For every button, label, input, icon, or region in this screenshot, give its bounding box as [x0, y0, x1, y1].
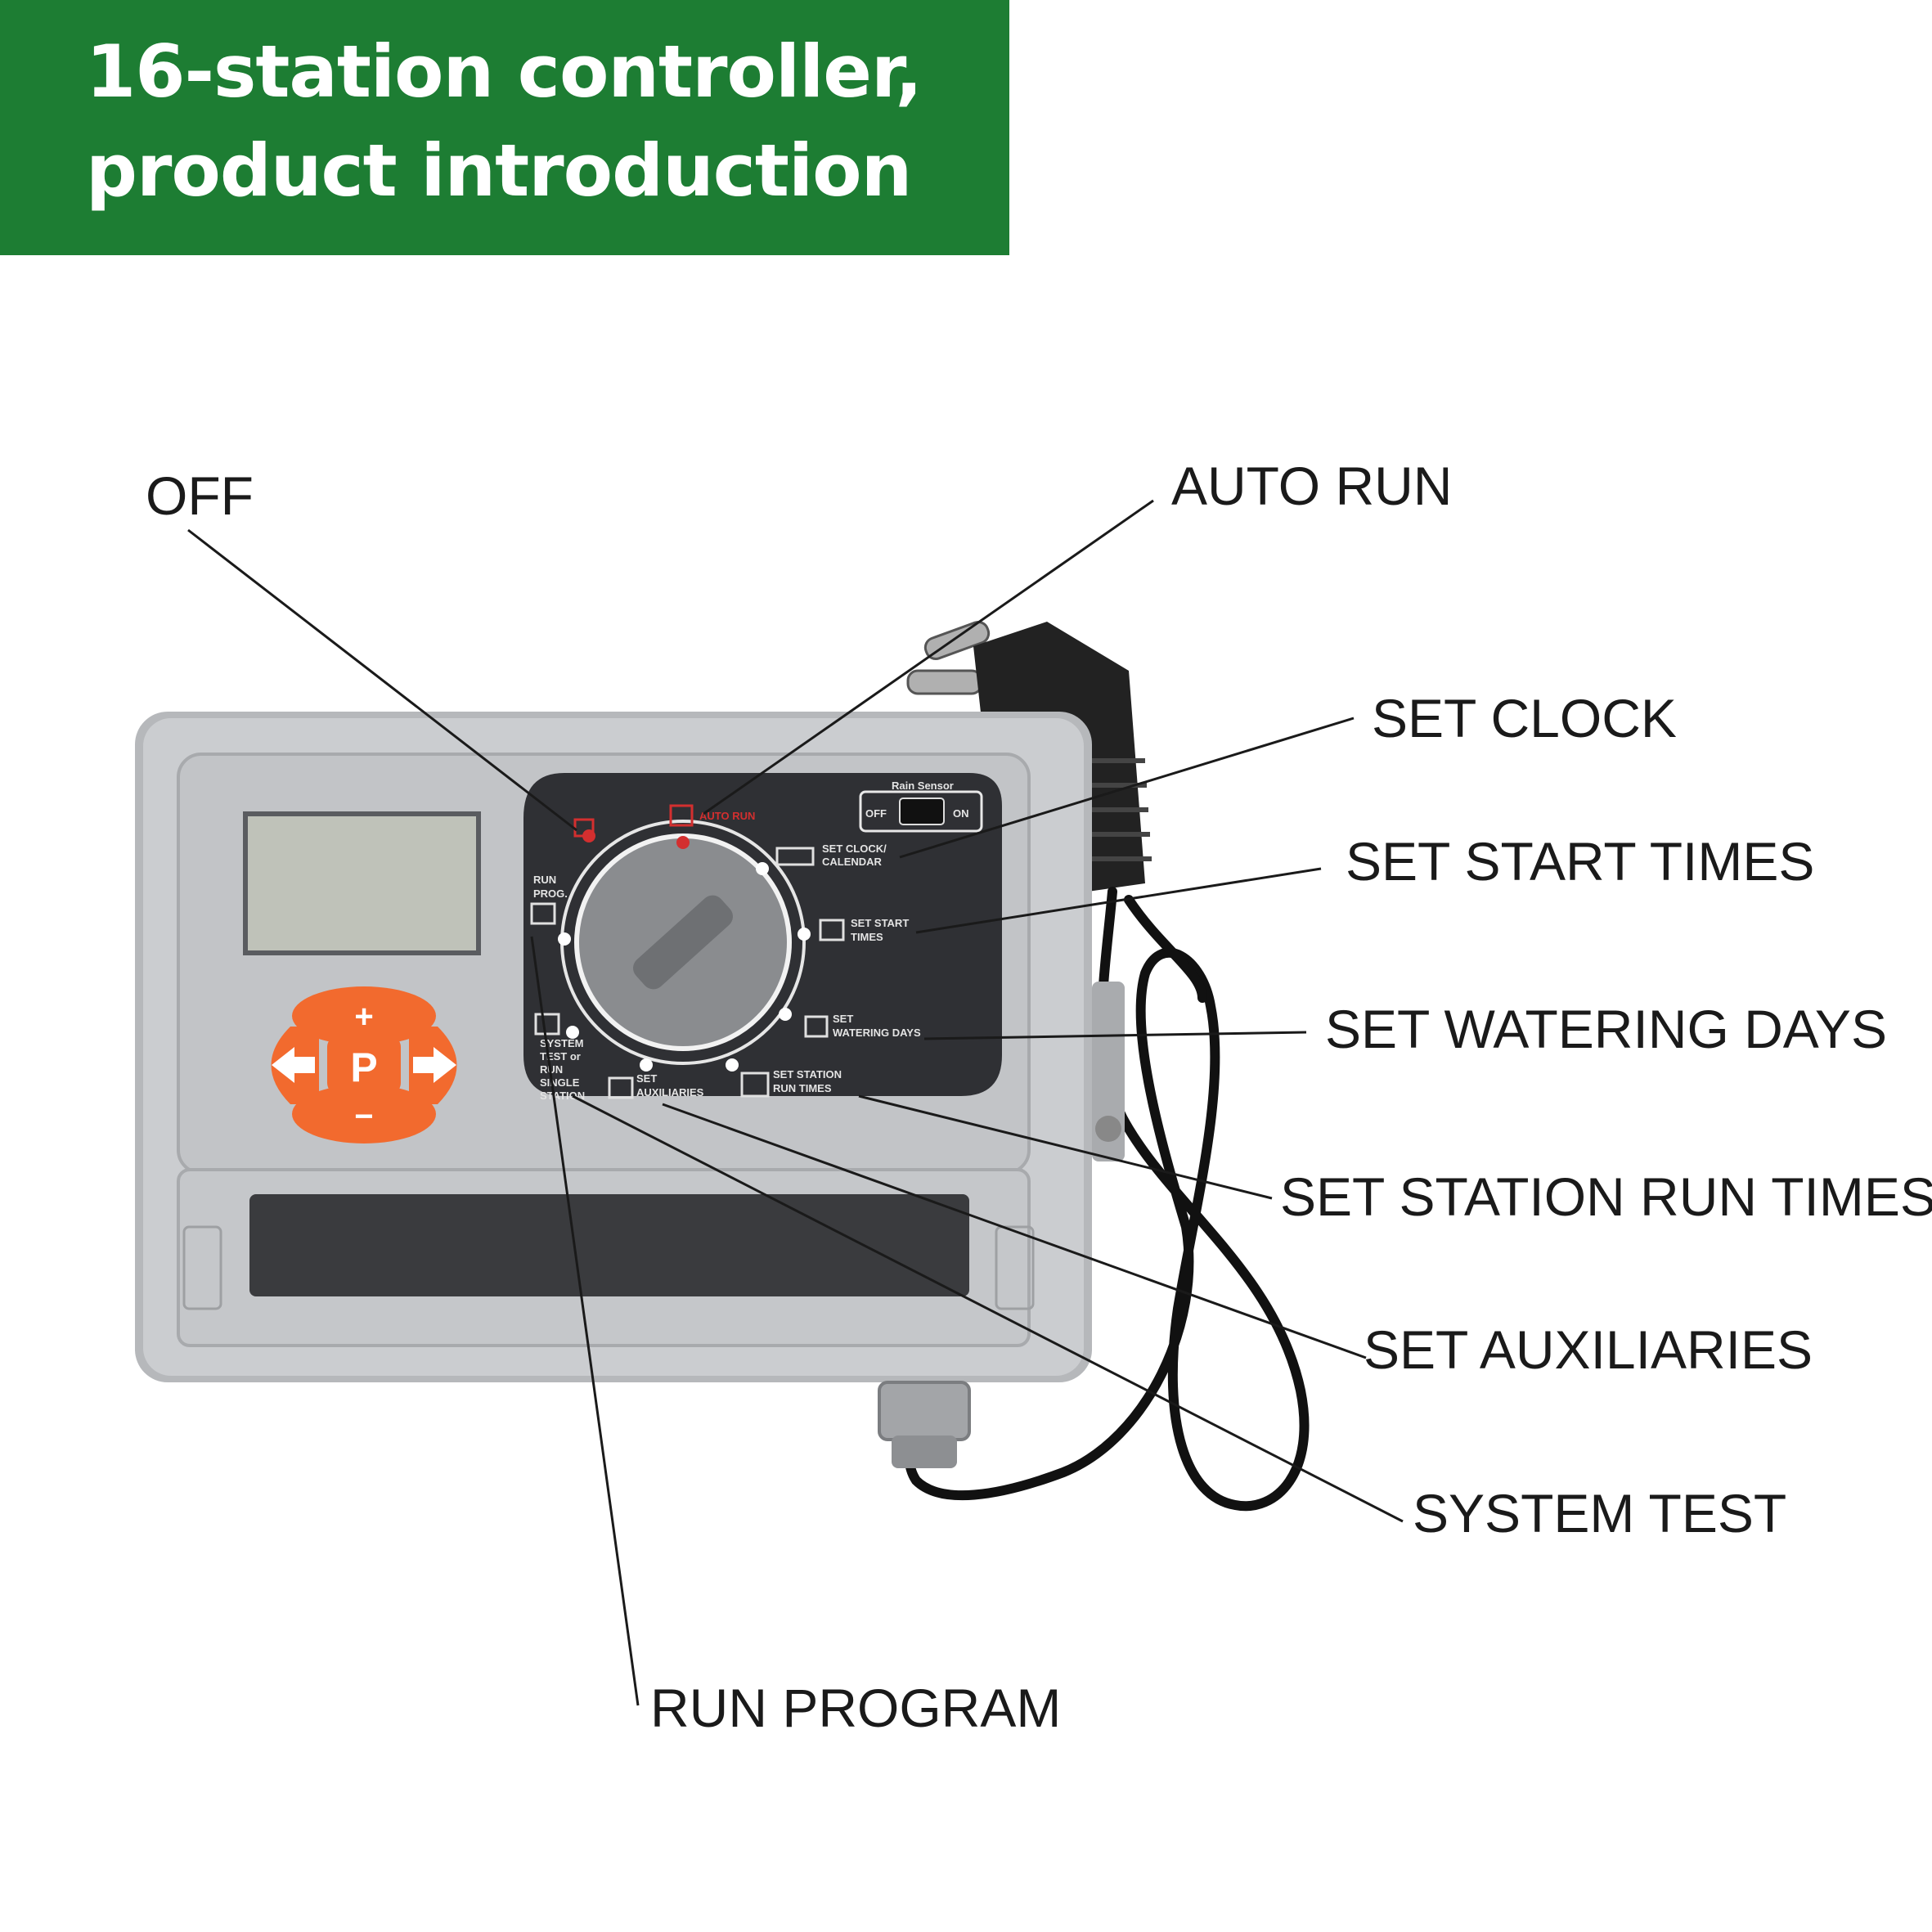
minus-button[interactable] [292, 1085, 436, 1143]
cable-gland [878, 1381, 971, 1468]
dial-aux-2: AUXILIARIES [636, 1086, 704, 1099]
dial-start-1: SET START [851, 917, 909, 929]
rain-sensor-off: OFF [865, 807, 887, 820]
leader-set-clock [899, 717, 1355, 859]
dial-test-2: TEST or [540, 1050, 581, 1063]
callout-set-clock: SET CLOCK [1372, 688, 1677, 748]
auxiliaries-icon [608, 1076, 634, 1099]
dial-station-2: RUN TIMES [773, 1082, 832, 1094]
dial-auto-run: AUTO RUN [699, 810, 755, 822]
dial-aux-1: SET [636, 1072, 657, 1085]
power-cord [904, 887, 1310, 1512]
callout-leader-lines [187, 499, 1404, 1706]
dial-set-clock-2: CALENDAR [822, 856, 883, 868]
dial-set-clock-1: SET CLOCK/ [822, 842, 887, 855]
p-label: P [350, 1045, 377, 1090]
minus-label: − [354, 1099, 373, 1134]
rain-sensor-switch[interactable] [859, 790, 983, 833]
left-arrow-icon [272, 1047, 315, 1083]
dial-days-2: WATERING DAYS [833, 1027, 921, 1039]
auto-run-icon [669, 804, 694, 827]
keypad [271, 986, 457, 1143]
dial-test-4: SINGLE [540, 1076, 580, 1089]
start-times-icon [819, 919, 845, 941]
clock-calendar-icon [775, 847, 815, 866]
lcd-screen [243, 811, 481, 955]
callout-system-test: SYSTEM TEST [1413, 1483, 1787, 1543]
leader-off [187, 528, 577, 832]
callout-set-watering-days: SET WATERING DAYS [1325, 999, 1887, 1059]
rain-sensor-title: Rain Sensor [892, 780, 954, 792]
right-arrow-icon [413, 1047, 456, 1083]
leader-set-start-times [915, 867, 1322, 934]
leader-set-station-run-times [858, 1094, 1273, 1200]
dial-grip[interactable] [628, 891, 737, 994]
plus-label: + [354, 999, 373, 1035]
rain-sensor-on: ON [953, 807, 969, 820]
p-button[interactable] [327, 1036, 401, 1094]
callout-set-start-times: SET START TIMES [1346, 831, 1815, 892]
station-run-times-icon [740, 1072, 770, 1098]
callout-set-auxiliaries: SET AUXILIARIES [1364, 1319, 1813, 1380]
dial-run-2: PROG. [533, 887, 568, 900]
leader-set-watering-days [923, 1031, 1307, 1040]
plus-button[interactable] [292, 986, 436, 1045]
callout-auto-run: AUTO RUN [1171, 456, 1453, 516]
dial-test-1: SYSTEM [540, 1037, 583, 1049]
dial-station-1: SET STATION [773, 1068, 842, 1081]
dial-test-3: RUN [540, 1063, 563, 1076]
dial-run-1: RUN [533, 874, 556, 886]
title-line-2: product introduction [86, 128, 912, 213]
callout-set-station-run-times: SET STATION RUN TIMES [1280, 1166, 1932, 1227]
leader-auto-run [703, 499, 1154, 815]
system-test-icon [534, 1013, 560, 1036]
device-printed-text: Rain Sensor OFF ON AUTO RUN SET CLOCK/ C… [350, 780, 968, 1134]
leader-run-program [530, 936, 640, 1706]
title-banner: 16-station controller, product introduct… [0, 0, 1009, 255]
dial-test-5: STATION [540, 1090, 585, 1102]
leader-set-auxiliaries [662, 1103, 1367, 1359]
dial-start-2: TIMES [851, 931, 883, 943]
callout-off: OFF [146, 465, 254, 526]
mode-icons [530, 804, 845, 1099]
watering-days-icon [804, 1015, 829, 1038]
leader-system-test [572, 1094, 1404, 1523]
callout-run-program: RUN PROGRAM [650, 1678, 1062, 1738]
dial-days-1: SET [833, 1013, 853, 1025]
run-prog-icon [530, 902, 556, 925]
title-line-1: 16-station controller, [86, 29, 923, 114]
